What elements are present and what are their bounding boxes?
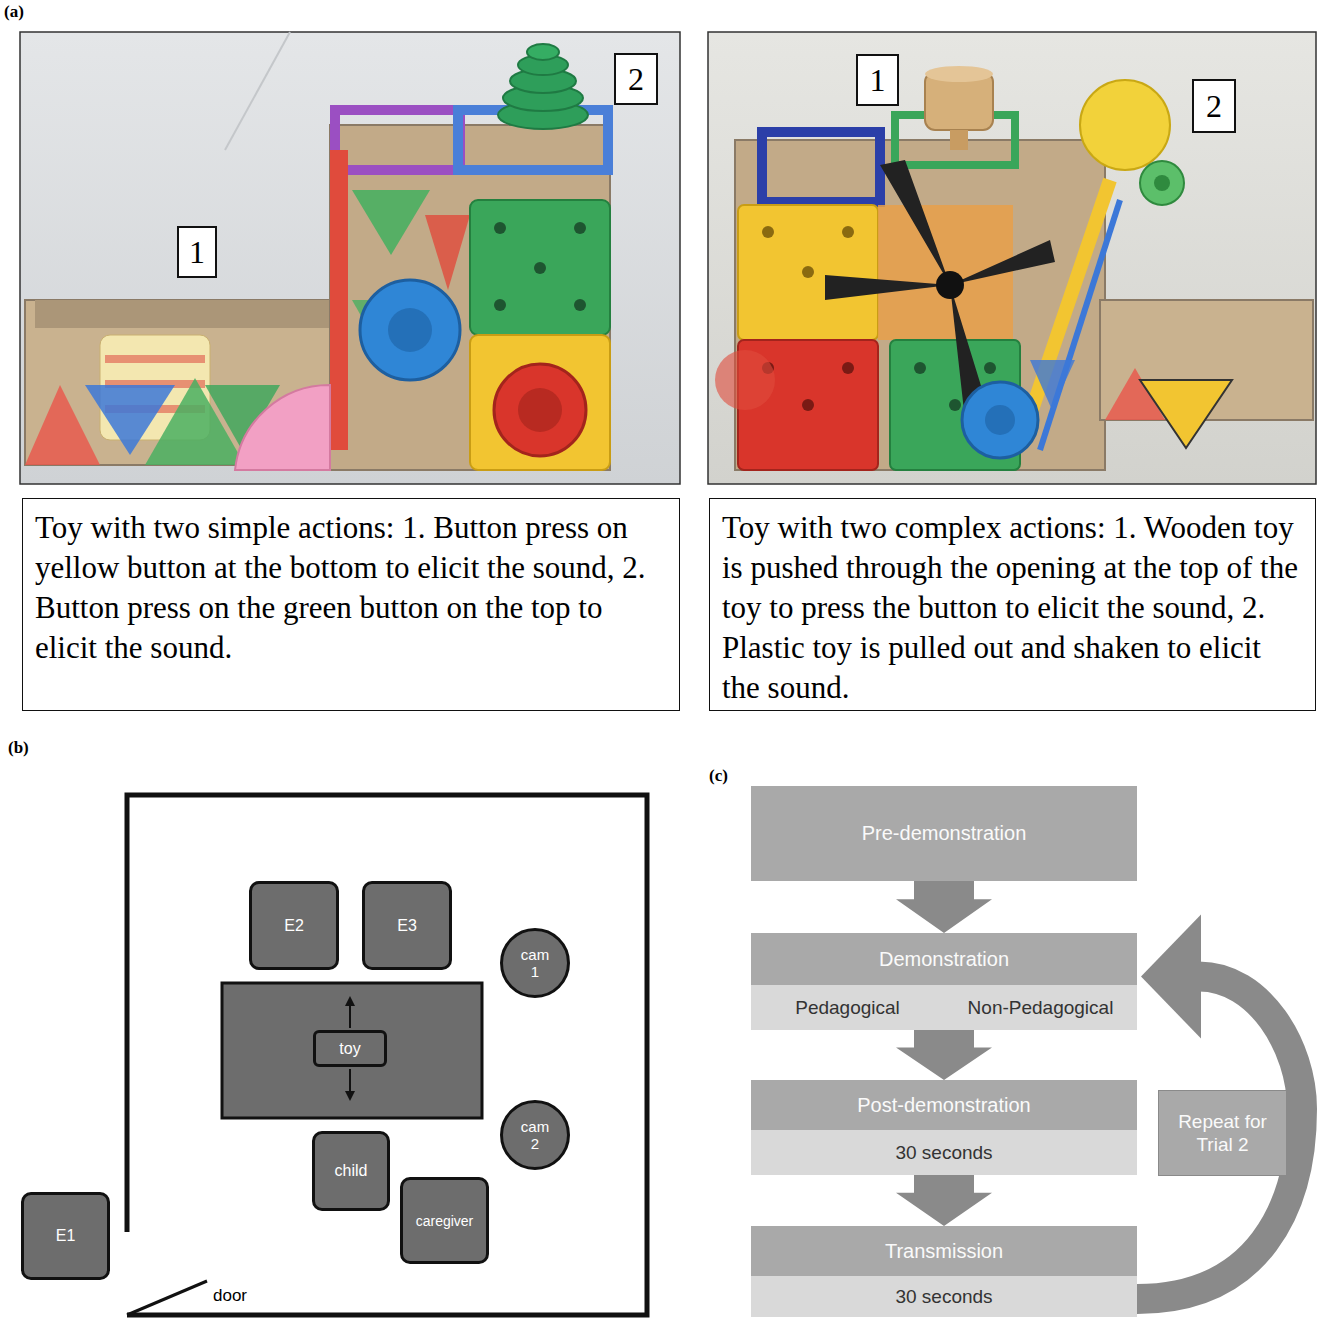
caption-box: Toy with two complex actions: 1. Wooden … [709, 498, 1316, 711]
person-seat: child [312, 1131, 390, 1211]
phase-box: Post-demonstration 30 seconds [751, 1080, 1137, 1175]
phase-detail: Pedagogical [751, 997, 944, 1019]
node-text: cam 2 [519, 1118, 551, 1152]
camera-circle: cam 2 [500, 1100, 570, 1170]
toy-photo-simple [20, 32, 680, 484]
flow-arrow [896, 1175, 992, 1226]
table [222, 983, 482, 1118]
room-plan [127, 795, 647, 1315]
callout-number: 2 [1192, 79, 1236, 133]
phase-header: Pre-demonstration [751, 786, 1137, 881]
toy-photo-complex [708, 32, 1316, 484]
callout-number: 2 [614, 53, 658, 105]
phase-title: Transmission [885, 1240, 1003, 1263]
person-seat: caregiver [400, 1177, 489, 1264]
phase-title: Pre-demonstration [862, 822, 1027, 845]
phase-header: Transmission [751, 1226, 1137, 1276]
person-seat: E2 [249, 881, 339, 970]
node-text: Toy with two simple actions: 1. Button p… [35, 508, 667, 668]
node-text: E2 [284, 917, 304, 935]
node-text: toy [339, 1040, 360, 1058]
flow-arrow [896, 1030, 992, 1080]
person-seat: E3 [362, 881, 452, 970]
toy-box: toy [313, 1030, 387, 1067]
phase-band: 30 seconds [751, 1276, 1137, 1317]
flow-arrow [896, 881, 992, 933]
node-text: 1 [189, 234, 205, 271]
phase-header: Post-demonstration [751, 1080, 1137, 1130]
phase-title: Post-demonstration [857, 1094, 1030, 1117]
panel-label: (a) [4, 2, 24, 22]
camera-circle: cam 1 [500, 928, 570, 998]
node-text: child [335, 1162, 368, 1180]
callout-number: 1 [856, 54, 899, 106]
node-text: 2 [1206, 88, 1222, 125]
node-text: 1 [870, 62, 886, 99]
phase-band: 30 seconds [751, 1130, 1137, 1175]
phase-detail: 30 seconds [751, 1142, 1137, 1164]
node-text: Repeat for Trial 2 [1167, 1110, 1278, 1156]
phase-box: Pre-demonstration [751, 786, 1137, 881]
node-text: cam 1 [519, 946, 551, 980]
phase-box: DemonstrationPedagogicalNon-Pedagogical [751, 933, 1137, 1030]
caption-box: Toy with two simple actions: 1. Button p… [22, 498, 680, 711]
person-seat: E1 [21, 1192, 110, 1280]
node-text: 2 [628, 61, 644, 98]
node-text: Toy with two complex actions: 1. Wooden … [722, 508, 1303, 708]
node-text: E3 [397, 917, 417, 935]
node-text: E1 [56, 1227, 76, 1245]
phase-detail: Non-Pedagogical [944, 997, 1137, 1019]
callout-number: 1 [177, 226, 217, 278]
phase-header: Demonstration [751, 933, 1137, 985]
phase-title: Demonstration [879, 948, 1009, 971]
phase-detail: 30 seconds [751, 1286, 1137, 1308]
panel-label: (b) [8, 738, 29, 758]
phase-band: PedagogicalNon-Pedagogical [751, 985, 1137, 1030]
flow-arrow [1137, 915, 1302, 1300]
repeat-box: Repeat for Trial 2 [1158, 1090, 1287, 1176]
panel-label: (c) [709, 766, 728, 786]
door-label: door [213, 1286, 247, 1306]
phase-box: Transmission 30 seconds [751, 1226, 1137, 1317]
node-text: caregiver [416, 1213, 474, 1229]
